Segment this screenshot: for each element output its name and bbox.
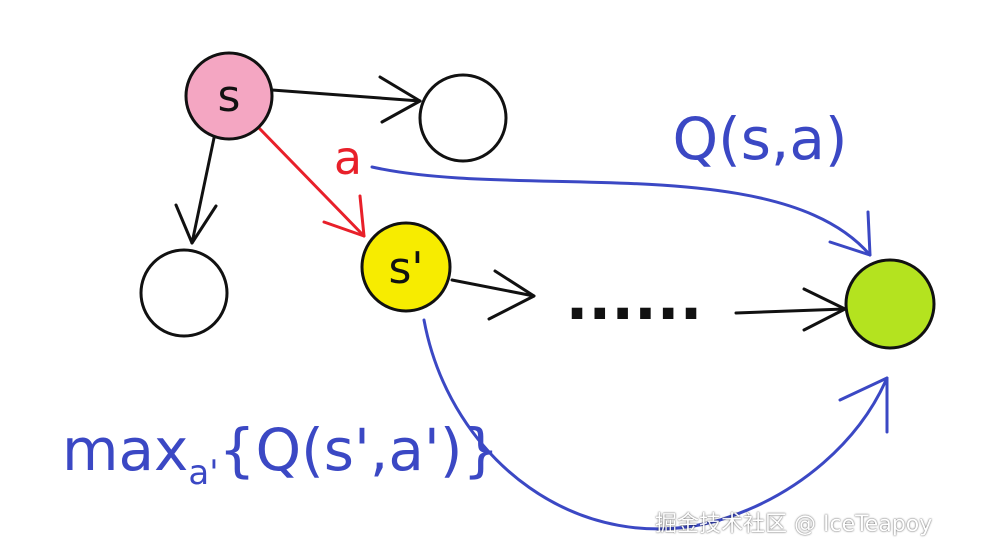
q-value-arrowhead — [828, 210, 872, 257]
max-q-curve — [422, 318, 889, 531]
empty-node-right — [418, 73, 508, 163]
max-suffix: {Q(s',a')} — [219, 416, 500, 484]
q-value-curve — [370, 165, 872, 257]
state-s-label: s — [218, 71, 241, 122]
blue-curves — [370, 165, 889, 531]
ellipsis-label: ······ — [566, 279, 703, 349]
edge-s-to-left-node — [190, 136, 216, 245]
empty-node-left — [139, 248, 229, 338]
edge-sprime-to-ellipsis — [450, 278, 536, 298]
action-label: a — [334, 131, 362, 185]
max-prefix: max — [62, 416, 188, 484]
edge-s-to-right-node — [270, 88, 422, 103]
arrowhead-s-to-left-node — [174, 203, 218, 245]
max-q-label: maxa'{Q(s',a')} — [62, 416, 499, 493]
action-edge — [256, 125, 366, 238]
arrowhead-s-to-sprime — [322, 194, 366, 238]
q-value-label: Q(s,a) — [672, 105, 847, 173]
state-node-s — [184, 51, 274, 141]
max-q-arrowhead — [838, 376, 889, 434]
edge-s-to-sprime — [256, 125, 366, 238]
watermark: 掘金技术社区 @ IceTeapoy — [655, 512, 933, 537]
terminal-node — [844, 258, 936, 350]
state-sprime-label: s' — [388, 243, 423, 294]
black-edges — [174, 75, 847, 332]
max-subscript: a' — [188, 453, 218, 493]
state-node-sprime — [360, 221, 452, 313]
arrowhead-sprime-to-ellipsis — [487, 269, 536, 321]
edge-ellipsis-to-terminal — [734, 307, 847, 315]
arrowhead-s-to-right-node — [378, 75, 422, 124]
